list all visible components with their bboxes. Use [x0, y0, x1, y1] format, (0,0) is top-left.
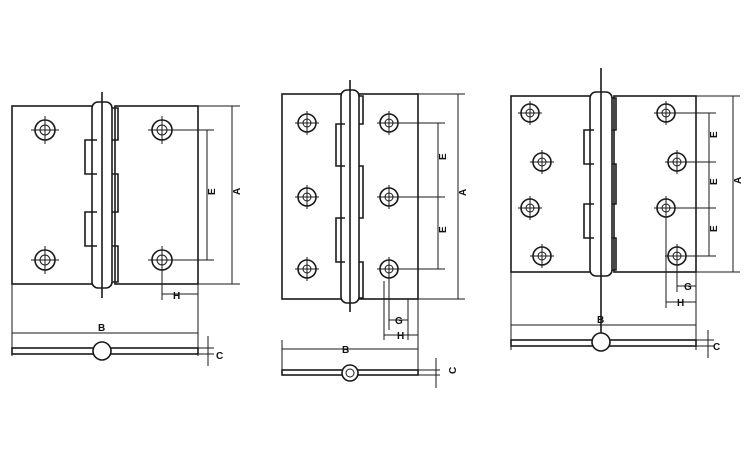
hinge-3-dimension-a: A	[696, 95, 744, 273]
hinge-3-dimension-e: E E E	[678, 112, 720, 257]
screw-hole-icon	[295, 111, 319, 135]
hinge-2-dimension-g-h: G H	[383, 281, 419, 342]
hinge-2-dimension-e: E E	[401, 122, 449, 270]
hinge-1-left-leaf	[11, 105, 98, 285]
screw-hole-icon	[148, 246, 176, 274]
dimension-label-e: E	[207, 188, 218, 195]
hinge-1-dimension-h: H	[161, 274, 199, 302]
screw-hole-icon	[665, 244, 689, 268]
hinge-3-front-view	[510, 68, 697, 350]
hinge-2-dimension-a: A	[418, 93, 469, 300]
screw-hole-icon	[31, 246, 59, 274]
hinge-1: A E H B C	[11, 92, 243, 366]
hinge-2-bottom-view: B C	[281, 340, 459, 388]
hinge-1-bottom-view: B C	[11, 284, 223, 366]
dimension-label-e: E	[709, 225, 720, 232]
dimension-label-g: G	[395, 316, 403, 327]
screw-hole-icon	[148, 116, 176, 144]
screw-hole-icon	[377, 111, 401, 135]
dimension-label-c: C	[448, 367, 459, 374]
dimension-label-h: H	[397, 331, 404, 342]
dimension-label-e: E	[709, 131, 720, 138]
screw-hole-icon	[295, 185, 319, 209]
dimension-label-a: A	[733, 177, 744, 184]
dimension-label-h: H	[173, 291, 180, 302]
hinge-3-right-leaf	[613, 95, 697, 273]
screw-hole-icon	[377, 185, 401, 209]
screw-hole-icon	[295, 257, 319, 281]
hinge-3-dimension-g-h: G H	[665, 220, 697, 309]
dimension-label-e: E	[438, 226, 449, 233]
screw-hole-icon	[377, 257, 401, 281]
hinge-2-front-view	[281, 80, 419, 312]
screw-hole-icon	[31, 116, 59, 144]
hinge-2: A E E G H B	[281, 80, 469, 388]
screw-hole-icon	[654, 101, 678, 125]
screw-hole-icon	[530, 150, 554, 174]
dimension-label-e: E	[709, 178, 720, 185]
hinge-3-left-leaf	[510, 95, 595, 273]
screw-hole-icon	[530, 244, 554, 268]
hinge-1-dimension-a: A	[198, 105, 243, 285]
dimension-label-c: C	[216, 351, 223, 362]
dimension-label-e: E	[438, 153, 449, 160]
hinge-3: A E E E G H B	[510, 68, 744, 358]
dimension-label-g: G	[684, 282, 692, 293]
screw-hole-icon	[518, 196, 542, 220]
dimension-label-a: A	[458, 189, 469, 196]
screw-hole-icon	[665, 150, 689, 174]
dimension-label-h: H	[677, 298, 684, 309]
dimension-label-b: B	[98, 323, 105, 334]
dimension-label-b: B	[342, 345, 349, 356]
dimension-label-c: C	[713, 342, 720, 353]
hinge-1-dimension-e: E	[176, 129, 218, 261]
screw-hole-icon	[518, 101, 542, 125]
hinge-3-bottom-view: B C	[510, 272, 720, 358]
dimension-label-a: A	[232, 188, 243, 195]
dimension-label-b: B	[597, 315, 604, 326]
hinge-1-front-view	[11, 92, 199, 298]
screw-hole-icon	[654, 196, 678, 220]
hinge-1-right-leaf	[114, 105, 199, 285]
